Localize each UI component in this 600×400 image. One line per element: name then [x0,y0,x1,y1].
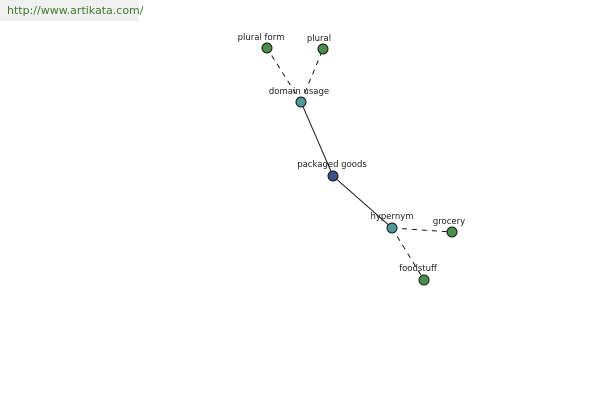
edge-hypernym-foodstuff [391,227,425,281]
node-dot-foodstuff[interactable] [418,274,430,286]
node-label-hypernym: hypernym [370,212,413,222]
node-dot-plural-form[interactable] [261,42,273,54]
edge-domain-usage-plural-form [266,47,302,103]
node-grocery[interactable]: grocery [433,217,465,238]
node-dot-grocery[interactable] [446,226,458,238]
edge-packaged-goods-hypernym [332,175,393,229]
node-label-domain-usage: domain usage [269,87,329,97]
node-domain-usage[interactable]: domain usage [269,87,329,108]
node-label-grocery: grocery [433,217,465,227]
node-dot-plural[interactable] [317,43,329,55]
node-label-foodstuff: foodstuff [399,264,438,274]
node-label-plural-form: plural form [238,33,285,43]
node-packaged-goods[interactable]: packaged goods [297,160,367,182]
edge-layer [266,47,453,281]
node-plural-form[interactable]: plural form [238,33,285,54]
edge-hypernym-grocery [391,227,453,233]
node-foodstuff[interactable]: foodstuff [399,264,438,286]
node-label-plural: plural [307,34,331,44]
node-plural[interactable]: plural [307,34,331,55]
node-dot-packaged-goods[interactable] [327,170,339,182]
source-banner: http://www.artikata.com/ [0,0,143,21]
node-dot-domain-usage[interactable] [295,96,307,108]
node-layer: packaged goods domain usage hypernym plural… [238,33,465,286]
source-link[interactable]: http://www.artikata.com/ [7,4,144,17]
node-dot-hypernym[interactable] [386,222,398,234]
edge-packaged-goods-domain-usage [300,101,334,177]
node-label-packaged-goods: packaged goods [297,160,367,170]
node-hypernym[interactable]: hypernym [370,212,414,234]
